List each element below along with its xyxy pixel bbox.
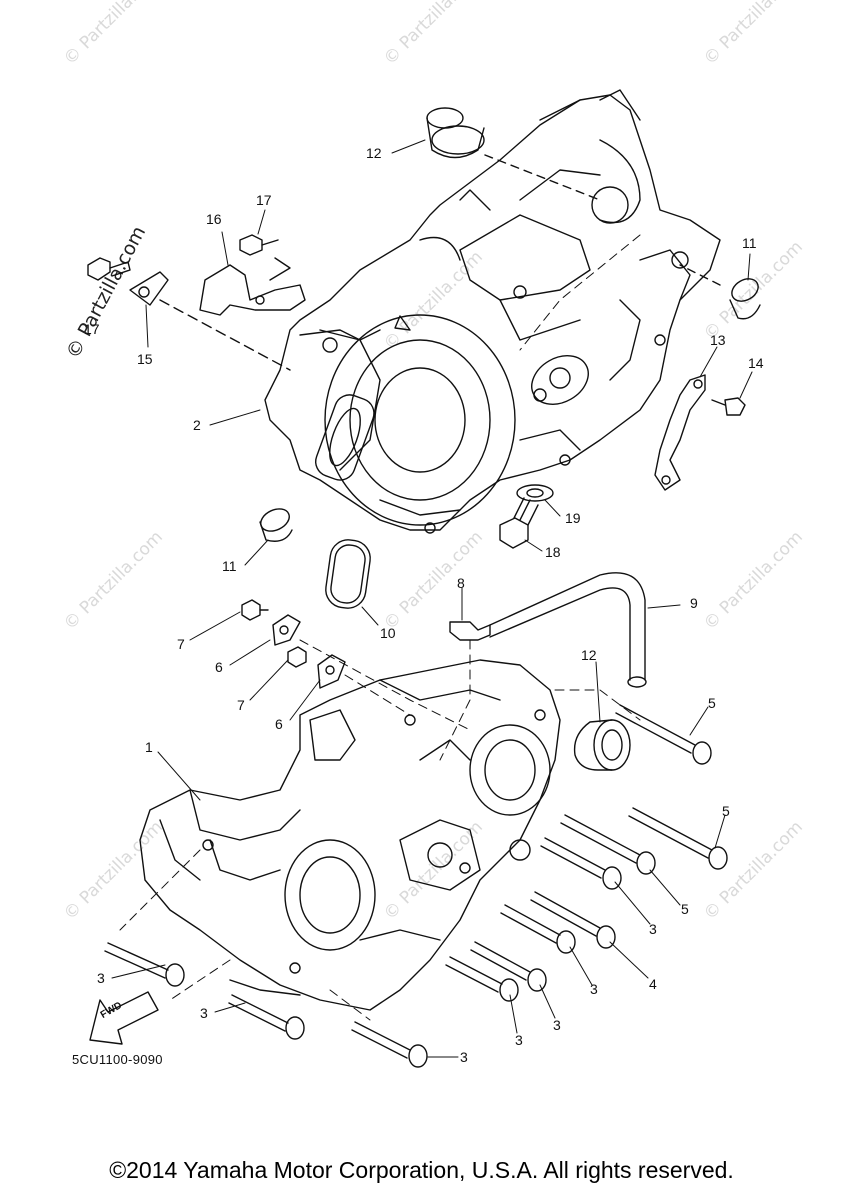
plate-6-lower [317,654,346,689]
bolt-3-a [540,837,622,890]
bolt-7-upper [241,599,269,621]
bushing-12-upper [426,107,601,201]
long-bolt-5-lower [560,814,656,875]
bolt-17-left [87,257,131,281]
callout-17: 17 [84,321,100,337]
fitting-8 [449,621,491,641]
plate-6-upper [272,614,301,646]
callout-2: 2 [193,417,201,433]
bolt-7-lower [287,646,307,668]
callout-12: 12 [366,145,382,161]
plate-13 [654,374,706,491]
bolt-3-f [228,994,305,1040]
assembly-lines [119,234,641,1021]
callout-11: 11 [222,558,237,574]
callout-5: 5 [708,695,716,711]
bolt-3-c [470,941,547,992]
gasket-19 [516,484,554,502]
callout-10: 10 [380,625,396,641]
o-ring-10 [325,539,371,609]
callout-12: 12 [581,647,597,663]
callout-18: 18 [545,544,561,560]
callout-7: 7 [237,697,245,713]
bolt-14 [711,397,746,416]
callout-6: 6 [215,659,223,675]
callout-7: 7 [177,636,185,652]
bolt-4 [530,891,616,949]
callout-3: 3 [590,981,598,997]
fwd-arrow-icon [89,991,159,1045]
long-bolt-5-upper [615,704,712,765]
crankcase-left-half [139,659,561,1011]
bolt-3-e [104,942,185,987]
bolt-3-b [500,904,576,954]
callout-19: 19 [565,510,581,526]
callout-15: 15 [137,351,153,367]
callout-4: 4 [649,976,657,992]
bolt-3-g [351,1021,428,1068]
long-bolt-5-middle [628,807,728,870]
bolt-17-top [239,234,279,256]
callout-3: 3 [97,970,105,986]
bolt-3-d [445,956,519,1002]
callout-13: 13 [710,332,726,348]
callout-14: 14 [748,355,764,371]
callout-1: 1 [145,739,153,755]
callout-3: 3 [460,1049,468,1065]
callout-16: 16 [206,211,222,227]
callout-3: 3 [553,1017,561,1033]
callout-5: 5 [722,803,730,819]
callout-5: 5 [681,901,689,917]
callout-6: 6 [275,716,283,732]
dowel-pin-11-right [679,264,761,320]
copyright-notice: ©2014 Yamaha Motor Corporation, U.S.A. A… [109,1157,734,1183]
bushing-12-lower [573,719,631,771]
hose-9 [489,572,647,688]
callout-8: 8 [457,575,465,591]
callout-3: 3 [515,1032,523,1048]
bracket-16 [199,257,306,316]
callout-9: 9 [690,595,698,611]
callout-17: 17 [256,192,272,208]
diagram-code: 5CU1100-9090 [72,1052,163,1067]
callout-3: 3 [649,921,657,937]
crankcase-right-half [264,89,721,534]
drain-bolt-18 [499,497,539,549]
washer-15 [129,271,291,371]
callout-11: 11 [742,235,757,251]
leader-lines [111,139,753,1058]
callout-3: 3 [200,1005,208,1021]
dowel-pin-11-left [259,508,293,542]
